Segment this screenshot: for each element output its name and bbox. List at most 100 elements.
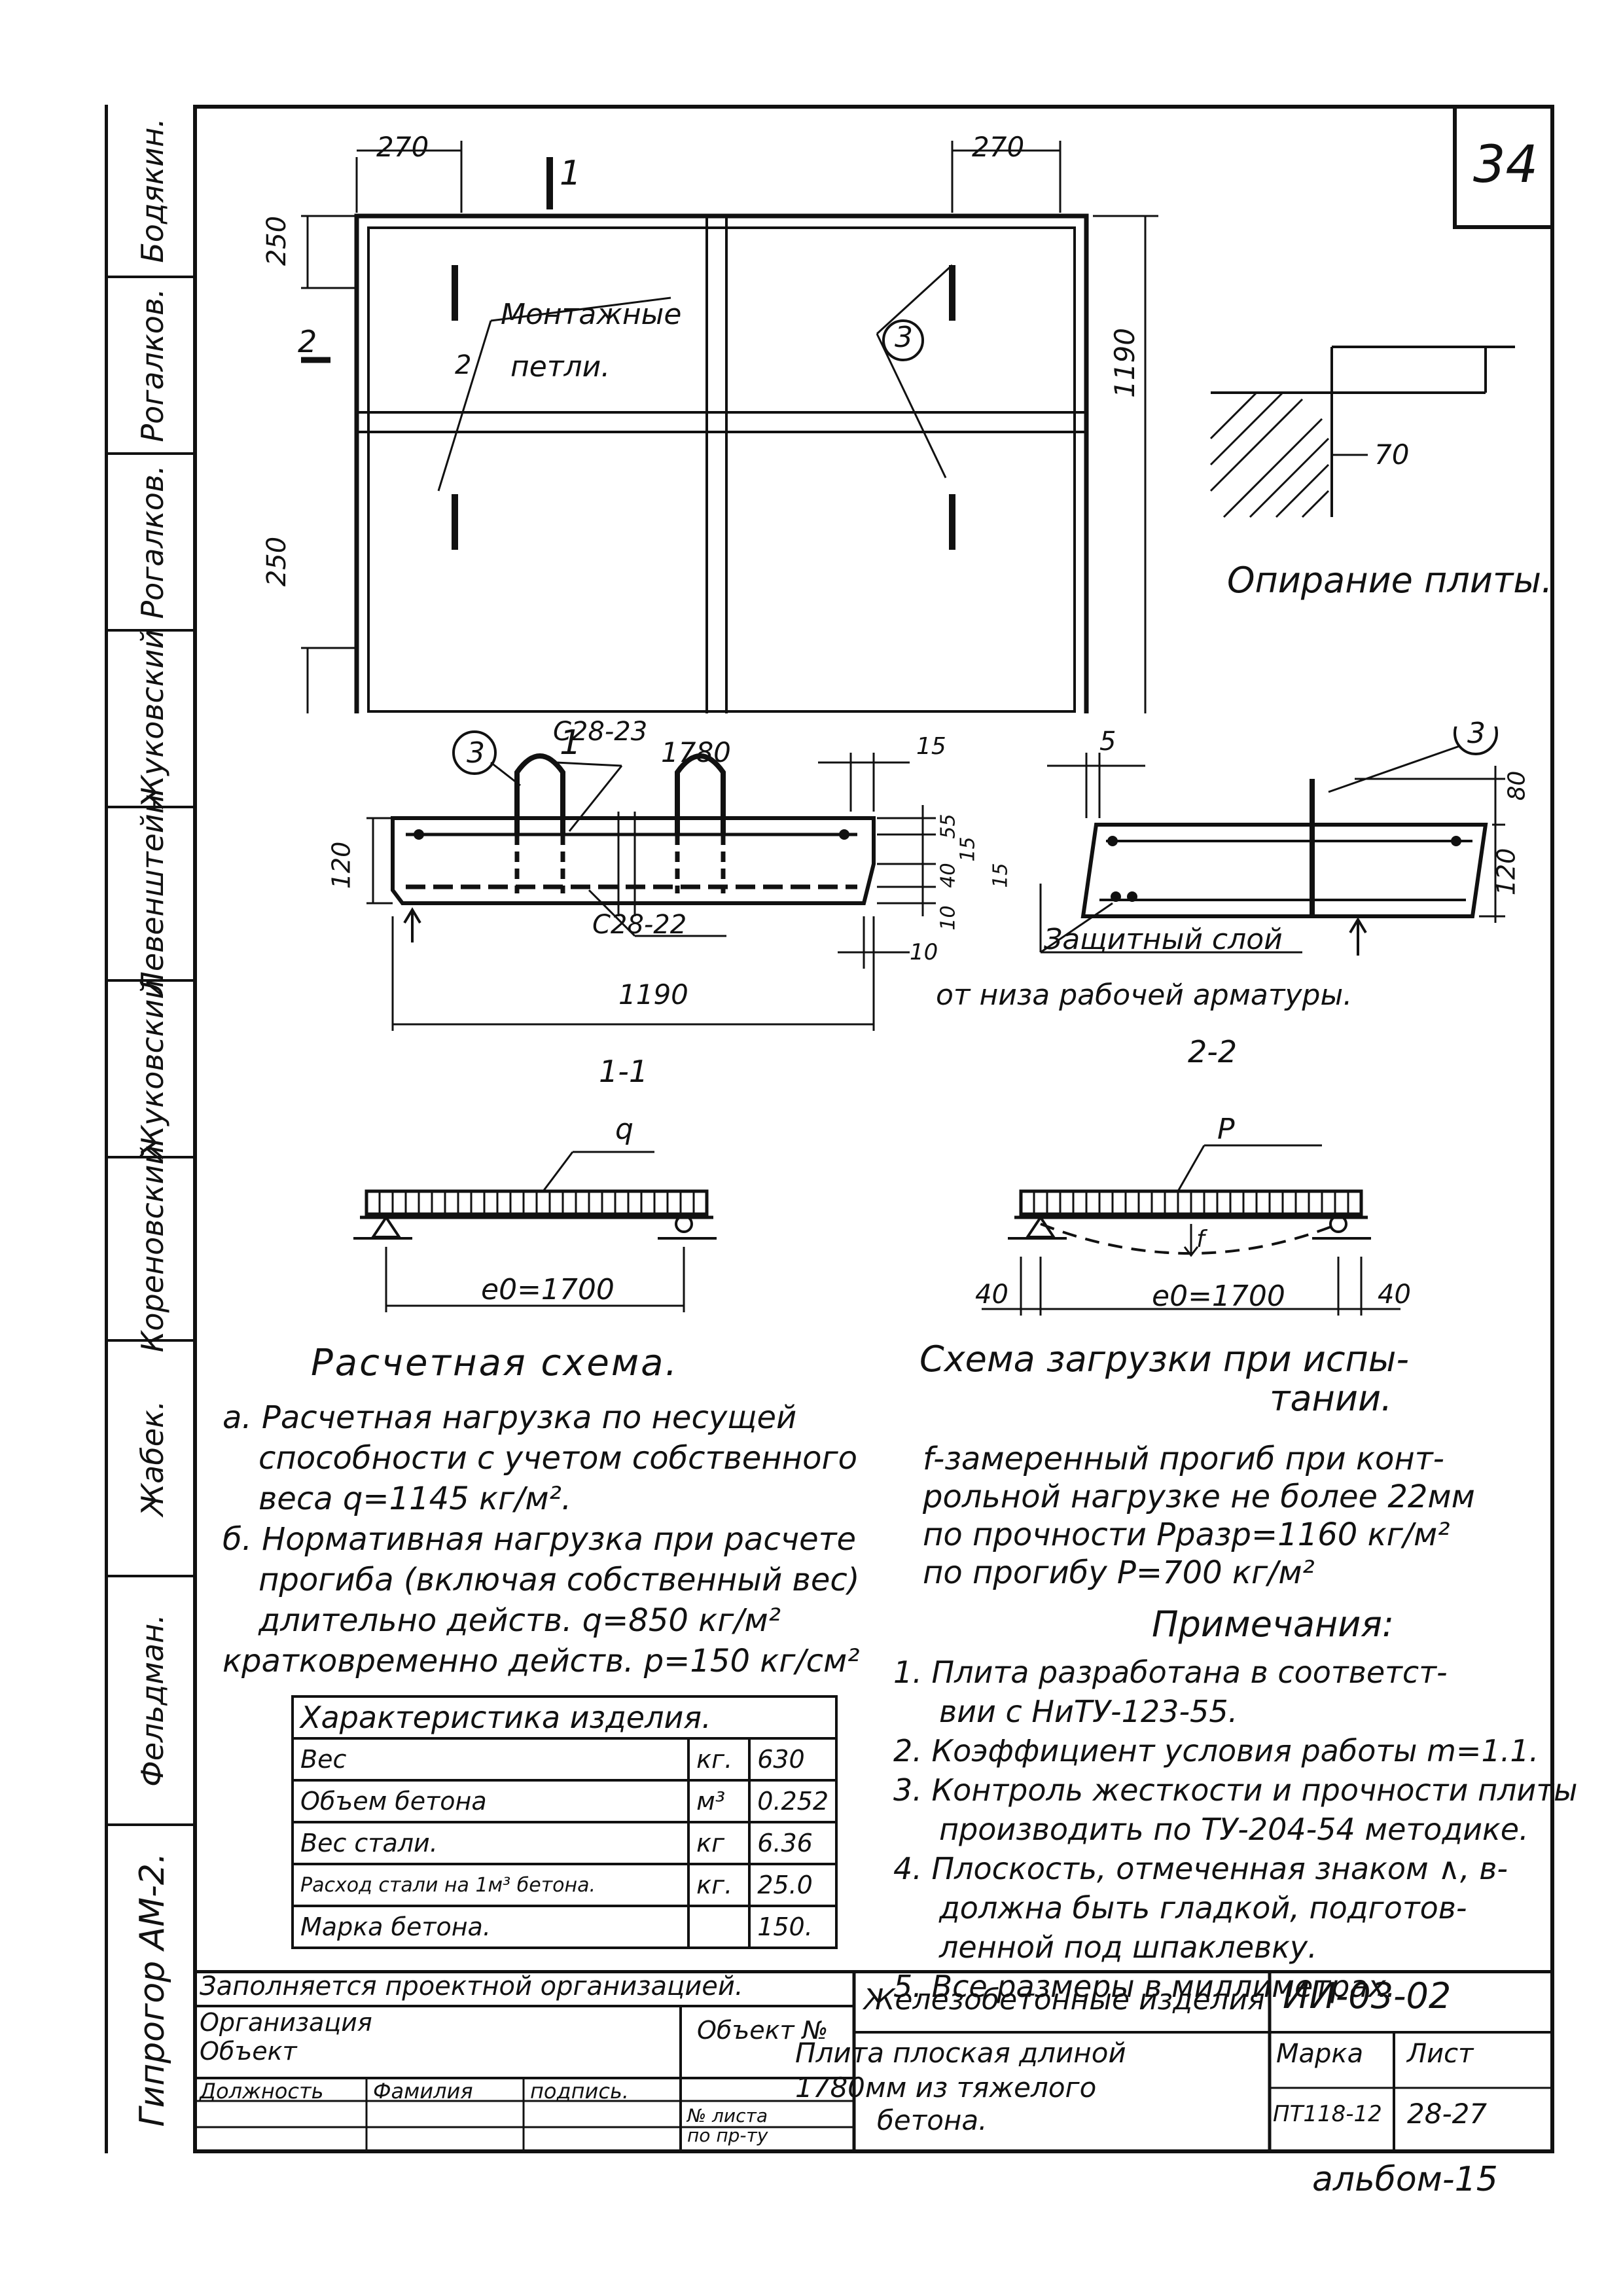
side-stamp-name: Левенштейн [134, 793, 170, 994]
note-item: вии с НиТУ-123-55. [939, 1694, 1238, 1729]
title-block-text: Лист [1407, 2039, 1474, 2069]
rebar-label: С28-23 [553, 717, 648, 747]
note-item: должна быть гладкой, подготов- [939, 1890, 1467, 1926]
side-stamp-name: Фельдман. [134, 1614, 170, 1787]
side-stamp-name: Гипрогор АМ-2. [132, 1852, 172, 2127]
title-block-mark: ПТ118-12 [1273, 2101, 1382, 2127]
side-stamp-row: Фельдман. [108, 1577, 196, 1826]
title-block-text: бетона. [877, 2104, 988, 2136]
dim-label: 1190 [618, 978, 688, 1011]
dim-label: 15 [956, 836, 980, 862]
test-notes: f-замеренный прогиб при конт- рольной на… [923, 1440, 1475, 1592]
section-2-2 [1039, 726, 1505, 956]
plan-view [301, 141, 1158, 713]
album-label: альбом-15 [1312, 2160, 1498, 2199]
note-item: ленной под шпаклевку. [939, 1929, 1317, 1965]
title-block-grid [193, 1970, 1554, 2153]
side-stamp-name: Жуковский [134, 629, 170, 808]
callout-number: 3 [467, 736, 485, 770]
span-label: е0=1700 [1152, 1280, 1285, 1313]
side-stamp-row: Кореновский [108, 1145, 196, 1352]
title-block-text: Заполняется проектной организацией. [200, 1971, 743, 2001]
calc-notes: а. Расчетная нагрузка по несущей способн… [223, 1397, 860, 1681]
note-line: рольной нагрузке не более 22мм [923, 1479, 1475, 1515]
callout-number: 3 [895, 321, 913, 354]
side-stamp-row: Жуковский [108, 980, 196, 1158]
note-line: веса q=1145 кг/м². [259, 1480, 572, 1517]
title-block-sheet: 28-27 [1407, 2098, 1488, 2130]
dim-label: 70 [1374, 439, 1410, 471]
scheme-title: Схема загрузки при испы- [919, 1338, 1409, 1380]
dim-label: 1780 [661, 736, 731, 768]
dim-label: 120 [327, 841, 356, 889]
dim-label: 120 [1491, 848, 1521, 896]
note-line: f-замеренный прогиб при конт- [923, 1441, 1444, 1477]
side-stamp-row: Жуковский [108, 629, 196, 808]
side-stamp-name: Рогалков. [134, 288, 170, 442]
cover-note: Защитный слой [1044, 923, 1283, 956]
span-label: е0=1700 [481, 1273, 615, 1306]
dim-label: 55 [936, 814, 960, 839]
dim-label: 250 [262, 215, 293, 266]
note-line: прогиба (включая собственный вес) [259, 1562, 860, 1598]
detail-caption: Опирание плиты. [1227, 560, 1553, 601]
dim-label: 80 [1503, 770, 1531, 801]
note-line: кратковременно действ. p=150 кг/см² [223, 1643, 860, 1679]
section-mark: 2 [455, 350, 472, 380]
side-stamp-row: Жабек. [108, 1342, 196, 1577]
side-stamp-row: Бодякин. [108, 105, 196, 278]
note-line: способности с учетом собственного [259, 1440, 858, 1477]
dim-label: 10 [910, 939, 938, 965]
title-block-text: Фамилия [373, 2079, 473, 2104]
title-block-text: Объект № [697, 2016, 829, 2045]
table-row: Расход стали на 1м³ бетона.кг.25.0 [291, 1863, 838, 1907]
note-line: длительно действ. q=850 кг/м² [259, 1602, 781, 1639]
note-item: 2. Коэффициент условия работы m=1.1. [893, 1733, 1539, 1768]
title-block-text: Марка [1276, 2039, 1364, 2069]
load-label: q [615, 1113, 633, 1146]
title-block-text: подпись. [530, 2079, 629, 2104]
note-item: 3. Контроль жесткости и прочности плиты [893, 1772, 1578, 1808]
side-stamp-name: Жабек. [134, 1400, 170, 1516]
callout-number: 3 [1467, 717, 1486, 750]
section-caption: 1-1 [599, 1054, 649, 1089]
note-line: б. Нормативная нагрузка при расчете [223, 1521, 857, 1558]
dim-label: 40 [936, 863, 960, 888]
side-stamp-name: Кореновский [134, 1145, 170, 1353]
side-stamp-row: Рогалков. [108, 278, 196, 455]
note-item: производить по ТУ-204-54 методике. [939, 1812, 1529, 1847]
notes-list: 1. Плита разработана в соответст- вии с … [893, 1653, 1577, 2006]
title-block-text: Должность [200, 2079, 324, 2104]
scheme-title: Расчетная схема. [311, 1342, 679, 1384]
section-mark: 1 [560, 723, 582, 762]
dim-label: 10 [936, 905, 960, 931]
slab-inner-outline [367, 226, 1076, 713]
dim-label: 15 [989, 863, 1012, 888]
title-block-text: Плита плоская длиной [795, 2037, 1126, 2069]
title-block-text: Объект [200, 2037, 297, 2066]
side-stamp-row: Левенштейн [108, 794, 196, 994]
dim-label: 1190 [1108, 328, 1141, 398]
table-row: Марка бетона.150. [291, 1905, 838, 1949]
dim-label: 270 [972, 131, 1025, 163]
slab-outline [354, 213, 1089, 713]
dim-label: 40 [975, 1280, 1008, 1310]
dim-label: 250 [262, 536, 293, 587]
load-label: P [1217, 1113, 1235, 1146]
dim-label: 270 [376, 131, 429, 163]
note-item: 1. Плита разработана в соответст- [893, 1655, 1448, 1690]
note-line: по прогибу P=700 кг/м² [923, 1554, 1315, 1591]
dim-label: 5 [1099, 726, 1116, 757]
cover-note: от низа рабочей арматуры. [936, 978, 1353, 1012]
spec-table-header: Характеристика изделия. [291, 1695, 838, 1740]
support-detail [1209, 346, 1515, 518]
sheet-number: 34 [1453, 105, 1554, 229]
side-stamp-row: Гипрогор АМ-2. [108, 1826, 196, 2153]
loops-label: Монтажные [501, 298, 682, 331]
scheme-title: тании. [1270, 1378, 1393, 1419]
section-1-1 [366, 730, 936, 1031]
section-mark: 2 [298, 324, 317, 359]
